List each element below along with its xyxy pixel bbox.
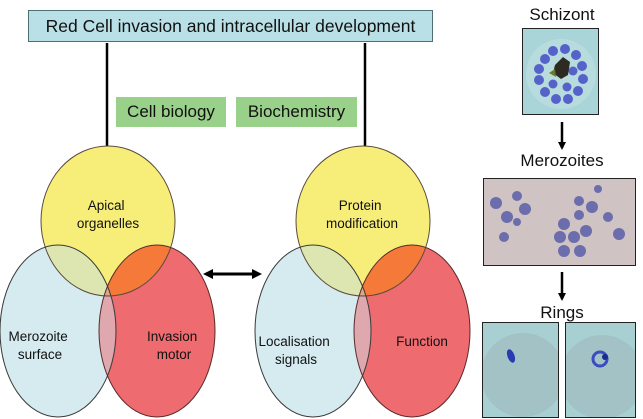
label-localisation-signals: Localisation signals (258, 334, 333, 367)
venn-right-yellow-red-overlap (354, 245, 430, 296)
label-merozoite-surface: Merozoite surface (8, 329, 71, 362)
rings-label: Rings (540, 303, 584, 322)
venn-right-yellow-blue-overlap (296, 245, 371, 296)
label-protein-modification: Protein modification (326, 198, 398, 231)
merozoites-image (483, 178, 636, 266)
biochemistry-tag: Biochemistry (236, 97, 357, 127)
schizont-image (522, 28, 599, 115)
venn-left: Apical organelles Merozoite surface Inva… (0, 145, 216, 418)
title-box: Red Cell invasion and intracellular deve… (28, 10, 433, 42)
venn-right: Protein modification Localisation signal… (254, 145, 471, 418)
label-invasion-motor: Invasion motor (147, 329, 201, 362)
merozoites-label: Merozoites (520, 151, 604, 170)
merozoites-micrograph-icon (490, 185, 625, 257)
label-function: Function (396, 334, 448, 349)
ring-micrograph-icon (566, 335, 635, 417)
ring-image-1 (482, 322, 559, 418)
schizont-micrograph-icon (526, 39, 596, 109)
venn-left-yellow-red-overlap (99, 245, 175, 296)
cell-biology-tag: Cell biology (116, 97, 226, 127)
schizont-label: Schizont (529, 5, 595, 24)
ring-image-2 (565, 322, 636, 418)
label-apical-organelles: Apical organelles (77, 198, 140, 231)
ring-micrograph-icon (483, 333, 558, 417)
venn-left-yellow-blue-overlap (41, 245, 116, 296)
